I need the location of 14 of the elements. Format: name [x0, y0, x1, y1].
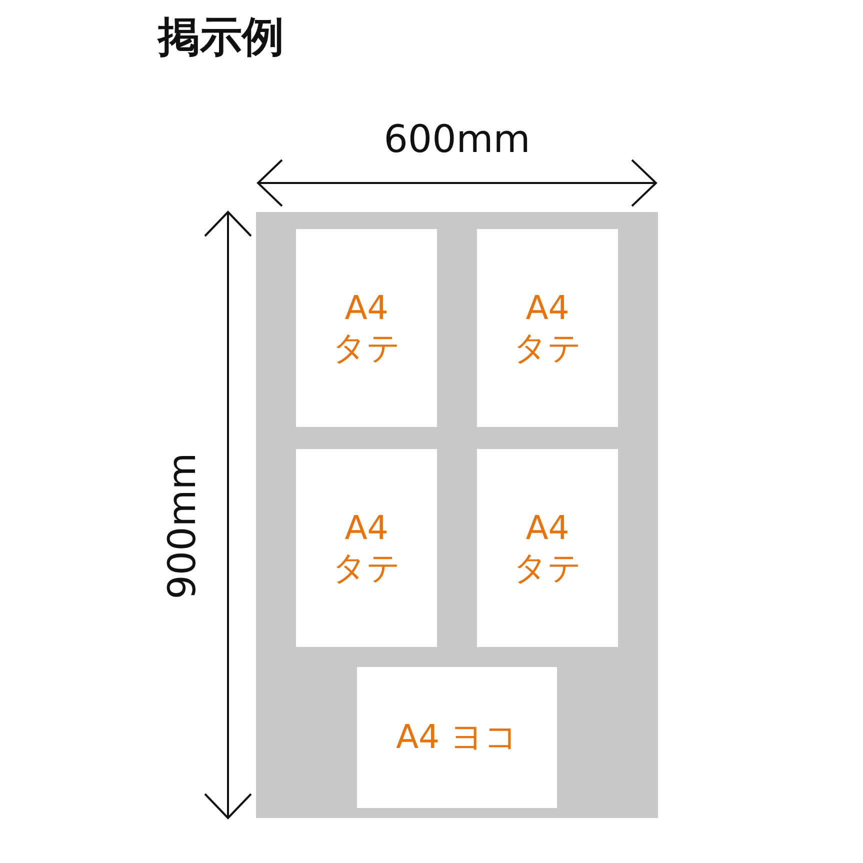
paper-sheet [477, 449, 618, 647]
sheet-label: A4 ヨコ [394, 717, 520, 758]
dimension-label: 600mm [384, 120, 530, 158]
paper-sheet [296, 449, 437, 647]
sheet-label: A4 タテ [512, 508, 582, 588]
paper-sheet [296, 229, 437, 427]
paper-sheet [357, 667, 557, 808]
paper-sheet [477, 229, 618, 427]
dimension-label: 900mm [163, 452, 201, 600]
sheet-label: A4 タテ [512, 288, 582, 368]
sheet-label: A4 タテ [332, 508, 402, 588]
display-board [256, 212, 658, 818]
title: 掲示例 [158, 12, 284, 62]
sheet-label: A4 タテ [332, 288, 402, 368]
